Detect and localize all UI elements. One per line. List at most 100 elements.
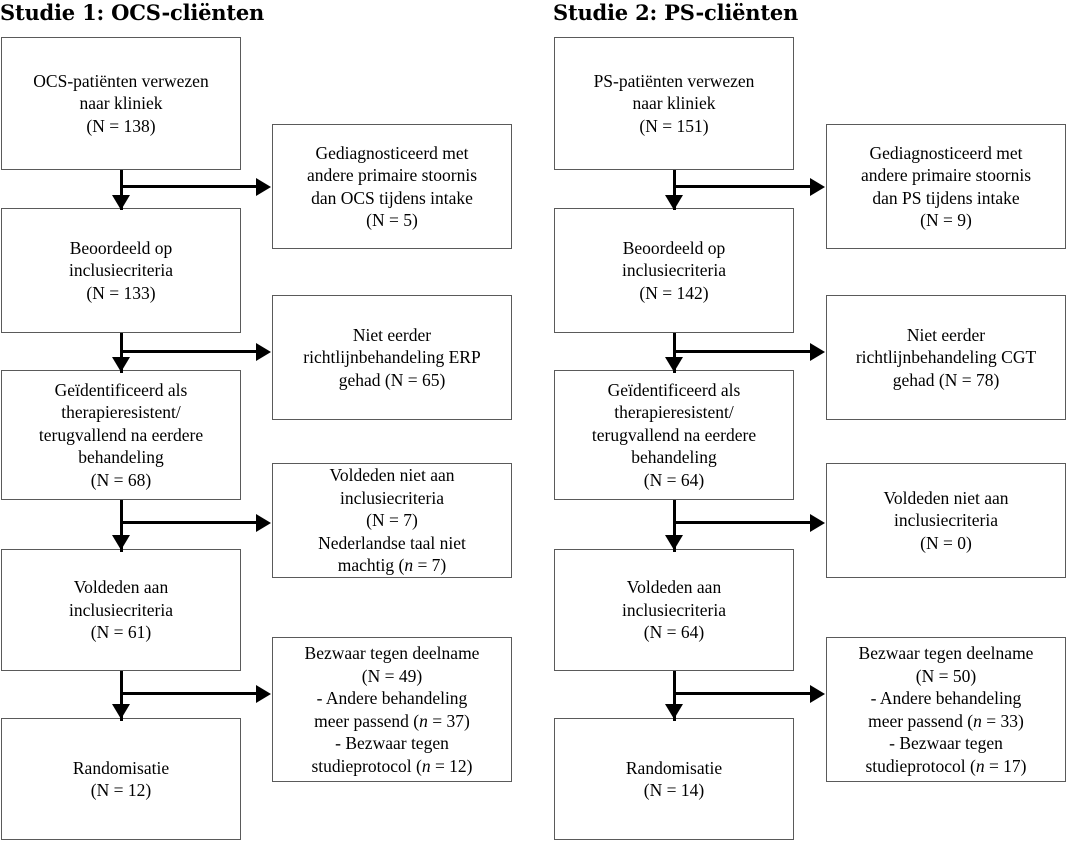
line: (N = 64) [643, 622, 705, 643]
arrowhead-s2-1-down [665, 195, 683, 210]
line: studieprotocol (n = 17) [865, 755, 1027, 776]
node-s1-excl-objection: Bezwaar tegen deelname (N = 49) - Andere… [272, 637, 512, 782]
arrowhead-s2-3-down [665, 535, 683, 550]
line: behandeling [631, 447, 717, 468]
line: dan OCS tijdens intake [311, 187, 473, 208]
line: dan PS tijdens intake [872, 187, 1020, 208]
arrowhead-s2-1-right [810, 178, 825, 196]
arrowhead-s1-1-down [112, 195, 130, 210]
node-s2-randomised-text: Randomisatie (N = 14) [561, 757, 787, 802]
arrowhead-s2-3-right [810, 514, 825, 532]
connector-s2-4-horizontal [674, 692, 810, 695]
node-s1-excl-criteria: Voldeden niet aan inclusiecriteria (N = … [272, 463, 512, 578]
line: (N = 12) [90, 780, 152, 800]
connector-s2-1-horizontal [674, 185, 810, 188]
node-s2-randomised: Randomisatie (N = 14) [554, 718, 794, 840]
line: (N = 151) [639, 115, 709, 136]
node-s1-excl-no-prior-text: Niet eerder richtlijnbehandeling ERP geh… [279, 324, 505, 392]
line: (N = 5) [366, 210, 418, 230]
connector-s2-3-vertical [673, 500, 676, 552]
connector-s1-3-horizontal [121, 521, 256, 524]
node-s2-identified: Geïdentificeerd als therapieresistent/ t… [554, 370, 794, 500]
line: Randomisatie [625, 757, 723, 778]
line: inclusiecriteria [69, 260, 173, 281]
line: meer passend (n = 37) [314, 710, 470, 731]
line: gehad (N = 65) [338, 369, 446, 390]
line: gehad (N = 78) [892, 369, 1000, 390]
node-s1-identified: Geïdentificeerd als therapieresistent/ t… [1, 370, 241, 500]
connector-s2-3-horizontal [674, 521, 810, 524]
node-s1-excl-criteria-text: Voldeden niet aan inclusiecriteria (N = … [279, 464, 505, 577]
line: (N = 50) [915, 665, 977, 686]
arrowhead-s2-4-down [665, 704, 683, 719]
node-s2-met-criteria: Voldeden aan inclusiecriteria (N = 64) [554, 549, 794, 671]
node-s2-excl-objection: Bezwaar tegen deelname (N = 50) - Andere… [826, 637, 1066, 782]
line: - Andere behandeling [870, 688, 1022, 708]
node-s2-assessed-text: Beoordeeld op inclusiecriteria (N = 142) [561, 237, 787, 305]
line: Voldeden aan [626, 577, 722, 598]
line: Niet eerder [906, 324, 986, 345]
connector-s2-2-horizontal [674, 350, 810, 353]
line: Beoordeeld op [622, 237, 726, 258]
arrowhead-s1-2-down [112, 357, 130, 372]
arrowhead-s2-4-right [810, 685, 825, 703]
line: inclusiecriteria [69, 599, 173, 620]
node-s2-met-criteria-text: Voldeden aan inclusiecriteria (N = 64) [561, 576, 787, 644]
line: therapieresistent/ [61, 402, 181, 423]
arrowhead-s2-2-down [665, 357, 683, 372]
line: (N = 49) [361, 665, 423, 686]
arrowhead-s1-3-down [112, 535, 130, 550]
line: meer passend (n = 33) [868, 710, 1024, 731]
line: Geïdentificeerd als [607, 379, 741, 400]
line: Voldeden aan [73, 577, 169, 598]
line: inclusiecriteria [622, 260, 726, 281]
line: andere primaire stoornis [306, 165, 478, 185]
node-s2-referred: PS-patiënten verwezen naar kliniek (N = … [554, 37, 794, 170]
connector-s2-4-vertical [673, 671, 676, 721]
node-s2-excl-no-prior-text: Niet eerder richtlijnbehandeling CGT geh… [833, 324, 1059, 392]
connector-s1-1-vertical [120, 170, 123, 210]
line: terugvallend na eerdere [591, 424, 757, 445]
node-s1-assessed-text: Beoordeeld op inclusiecriteria (N = 133) [8, 237, 234, 305]
line: Gediagnosticeerd met [315, 142, 469, 163]
connector-s2-1-vertical [673, 170, 676, 210]
line: richtlijnbehandeling CGT [855, 347, 1037, 368]
line: - Andere behandeling [316, 688, 468, 708]
node-s1-referred: OCS-patiënten verwezen naar kliniek (N =… [1, 37, 241, 170]
connector-s1-4-vertical [120, 671, 123, 721]
line: naar kliniek [79, 93, 163, 114]
line: machtig (n = 7) [337, 555, 447, 576]
line: therapieresistent/ [614, 402, 734, 423]
node-s1-identified-text: Geïdentificeerd als therapieresistent/ t… [8, 379, 234, 492]
arrowhead-s1-2-right [256, 343, 271, 361]
arrowhead-s2-2-right [810, 343, 825, 361]
line: (N = 138) [86, 115, 156, 136]
connector-s2-2-vertical [673, 333, 676, 373]
line: Voldeden niet aan [883, 487, 1009, 508]
node-s2-excl-objection-text: Bezwaar tegen deelname (N = 50) - Andere… [833, 642, 1059, 777]
node-s2-excl-diagnosis: Gediagnosticeerd met andere primaire sto… [826, 124, 1066, 249]
line: Bezwaar tegen deelname [858, 643, 1034, 663]
connector-s1-4-horizontal [121, 692, 256, 695]
line: andere primaire stoornis [860, 165, 1032, 185]
line: (N = 7) [366, 510, 418, 531]
line: inclusiecriteria [622, 599, 726, 620]
arrowhead-s1-4-down [112, 704, 130, 719]
line: (N = 14) [643, 780, 705, 800]
line: Beoordeeld op [69, 237, 173, 258]
line: (N = 9) [920, 210, 972, 230]
study-2-title: Studie 2: PS-cliënten [553, 0, 799, 25]
line: (N = 0) [920, 532, 972, 553]
line: Bezwaar tegen deelname [304, 643, 480, 663]
node-s2-excl-criteria: Voldeden niet aan inclusiecriteria (N = … [826, 463, 1066, 578]
arrowhead-s1-3-right [256, 514, 271, 532]
line: - Bezwaar tegen [889, 733, 1003, 753]
study-1-title: Studie 1: OCS-cliënten [0, 0, 265, 25]
connector-s1-2-vertical [120, 333, 123, 373]
node-s1-excl-objection-text: Bezwaar tegen deelname (N = 49) - Andere… [279, 642, 505, 777]
line: Niet eerder [352, 324, 432, 345]
connector-s1-1-horizontal [121, 185, 256, 188]
line: Gediagnosticeerd met [869, 142, 1023, 163]
node-s1-randomised-text: Randomisatie (N = 12) [8, 757, 234, 802]
line: behandeling [78, 447, 164, 468]
